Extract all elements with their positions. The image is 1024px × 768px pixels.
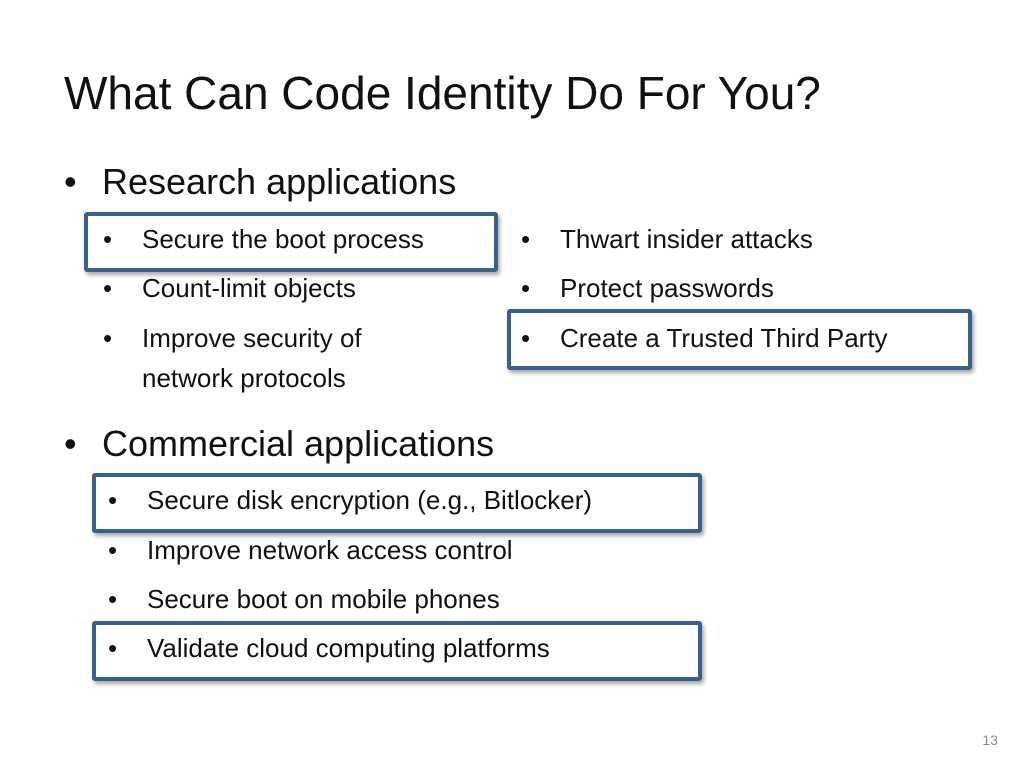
- bullet: •: [103, 224, 113, 254]
- list-item-thwart-insider-attacks: • Thwart insider attacks: [521, 219, 813, 259]
- list-item-label: Improve security of network protocols: [142, 323, 362, 394]
- list-item-label: Create a Trusted Third Party: [560, 323, 888, 353]
- section-heading-commercial: Commercial applications: [102, 423, 495, 464]
- list-item-label: Thwart insider attacks: [560, 224, 813, 254]
- list-item-label: Validate cloud computing platforms: [147, 633, 550, 663]
- highlight-box-cloud-platforms: [92, 621, 702, 681]
- list-item-label: Secure boot on mobile phones: [147, 584, 500, 614]
- list-item-label: Count-limit objects: [142, 273, 356, 303]
- list-item-network-access-control: • Improve network access control: [108, 530, 513, 570]
- list-item-secure-boot-process: • Secure the boot process: [103, 219, 424, 259]
- bullet: •: [64, 161, 77, 202]
- highlight-box-disk-encryption: [92, 473, 702, 533]
- list-item-trusted-third-party: • Create a Trusted Third Party: [521, 318, 888, 358]
- bullet: •: [108, 633, 118, 663]
- bullet: •: [108, 584, 118, 614]
- bullet: •: [64, 423, 77, 464]
- bullet: •: [108, 485, 118, 515]
- list-item-label: Improve network access control: [147, 535, 513, 565]
- section-commercial: • Commercial applications: [64, 422, 494, 465]
- list-item-label: Secure the boot process: [142, 224, 424, 254]
- highlight-box-trusted-third-party: [507, 309, 972, 370]
- bullet: •: [108, 535, 118, 565]
- list-item-count-limit-objects: • Count-limit objects: [103, 268, 356, 308]
- highlight-box-secure-boot-process: [84, 212, 498, 272]
- list-item-network-protocols: • Improve security of network protocols: [103, 318, 442, 399]
- section-heading-research: Research applications: [102, 161, 457, 202]
- list-item-label: Protect passwords: [560, 273, 774, 303]
- bullet: •: [103, 273, 113, 303]
- bullet: •: [521, 224, 531, 254]
- bullet: •: [521, 323, 531, 353]
- bullet: •: [103, 323, 113, 353]
- bullet: •: [521, 273, 531, 303]
- slide-title: What Can Code Identity Do For You?: [64, 67, 821, 119]
- slide-number: 13: [982, 732, 998, 748]
- section-research: • Research applications: [64, 160, 456, 203]
- list-item-cloud-platforms: • Validate cloud computing platforms: [108, 628, 550, 668]
- list-item-label: Secure disk encryption (e.g., Bitlocker): [147, 485, 593, 515]
- list-item-protect-passwords: • Protect passwords: [521, 268, 774, 308]
- list-item-secure-boot-mobile: • Secure boot on mobile phones: [108, 579, 500, 619]
- list-item-disk-encryption: • Secure disk encryption (e.g., Bitlocke…: [108, 480, 592, 520]
